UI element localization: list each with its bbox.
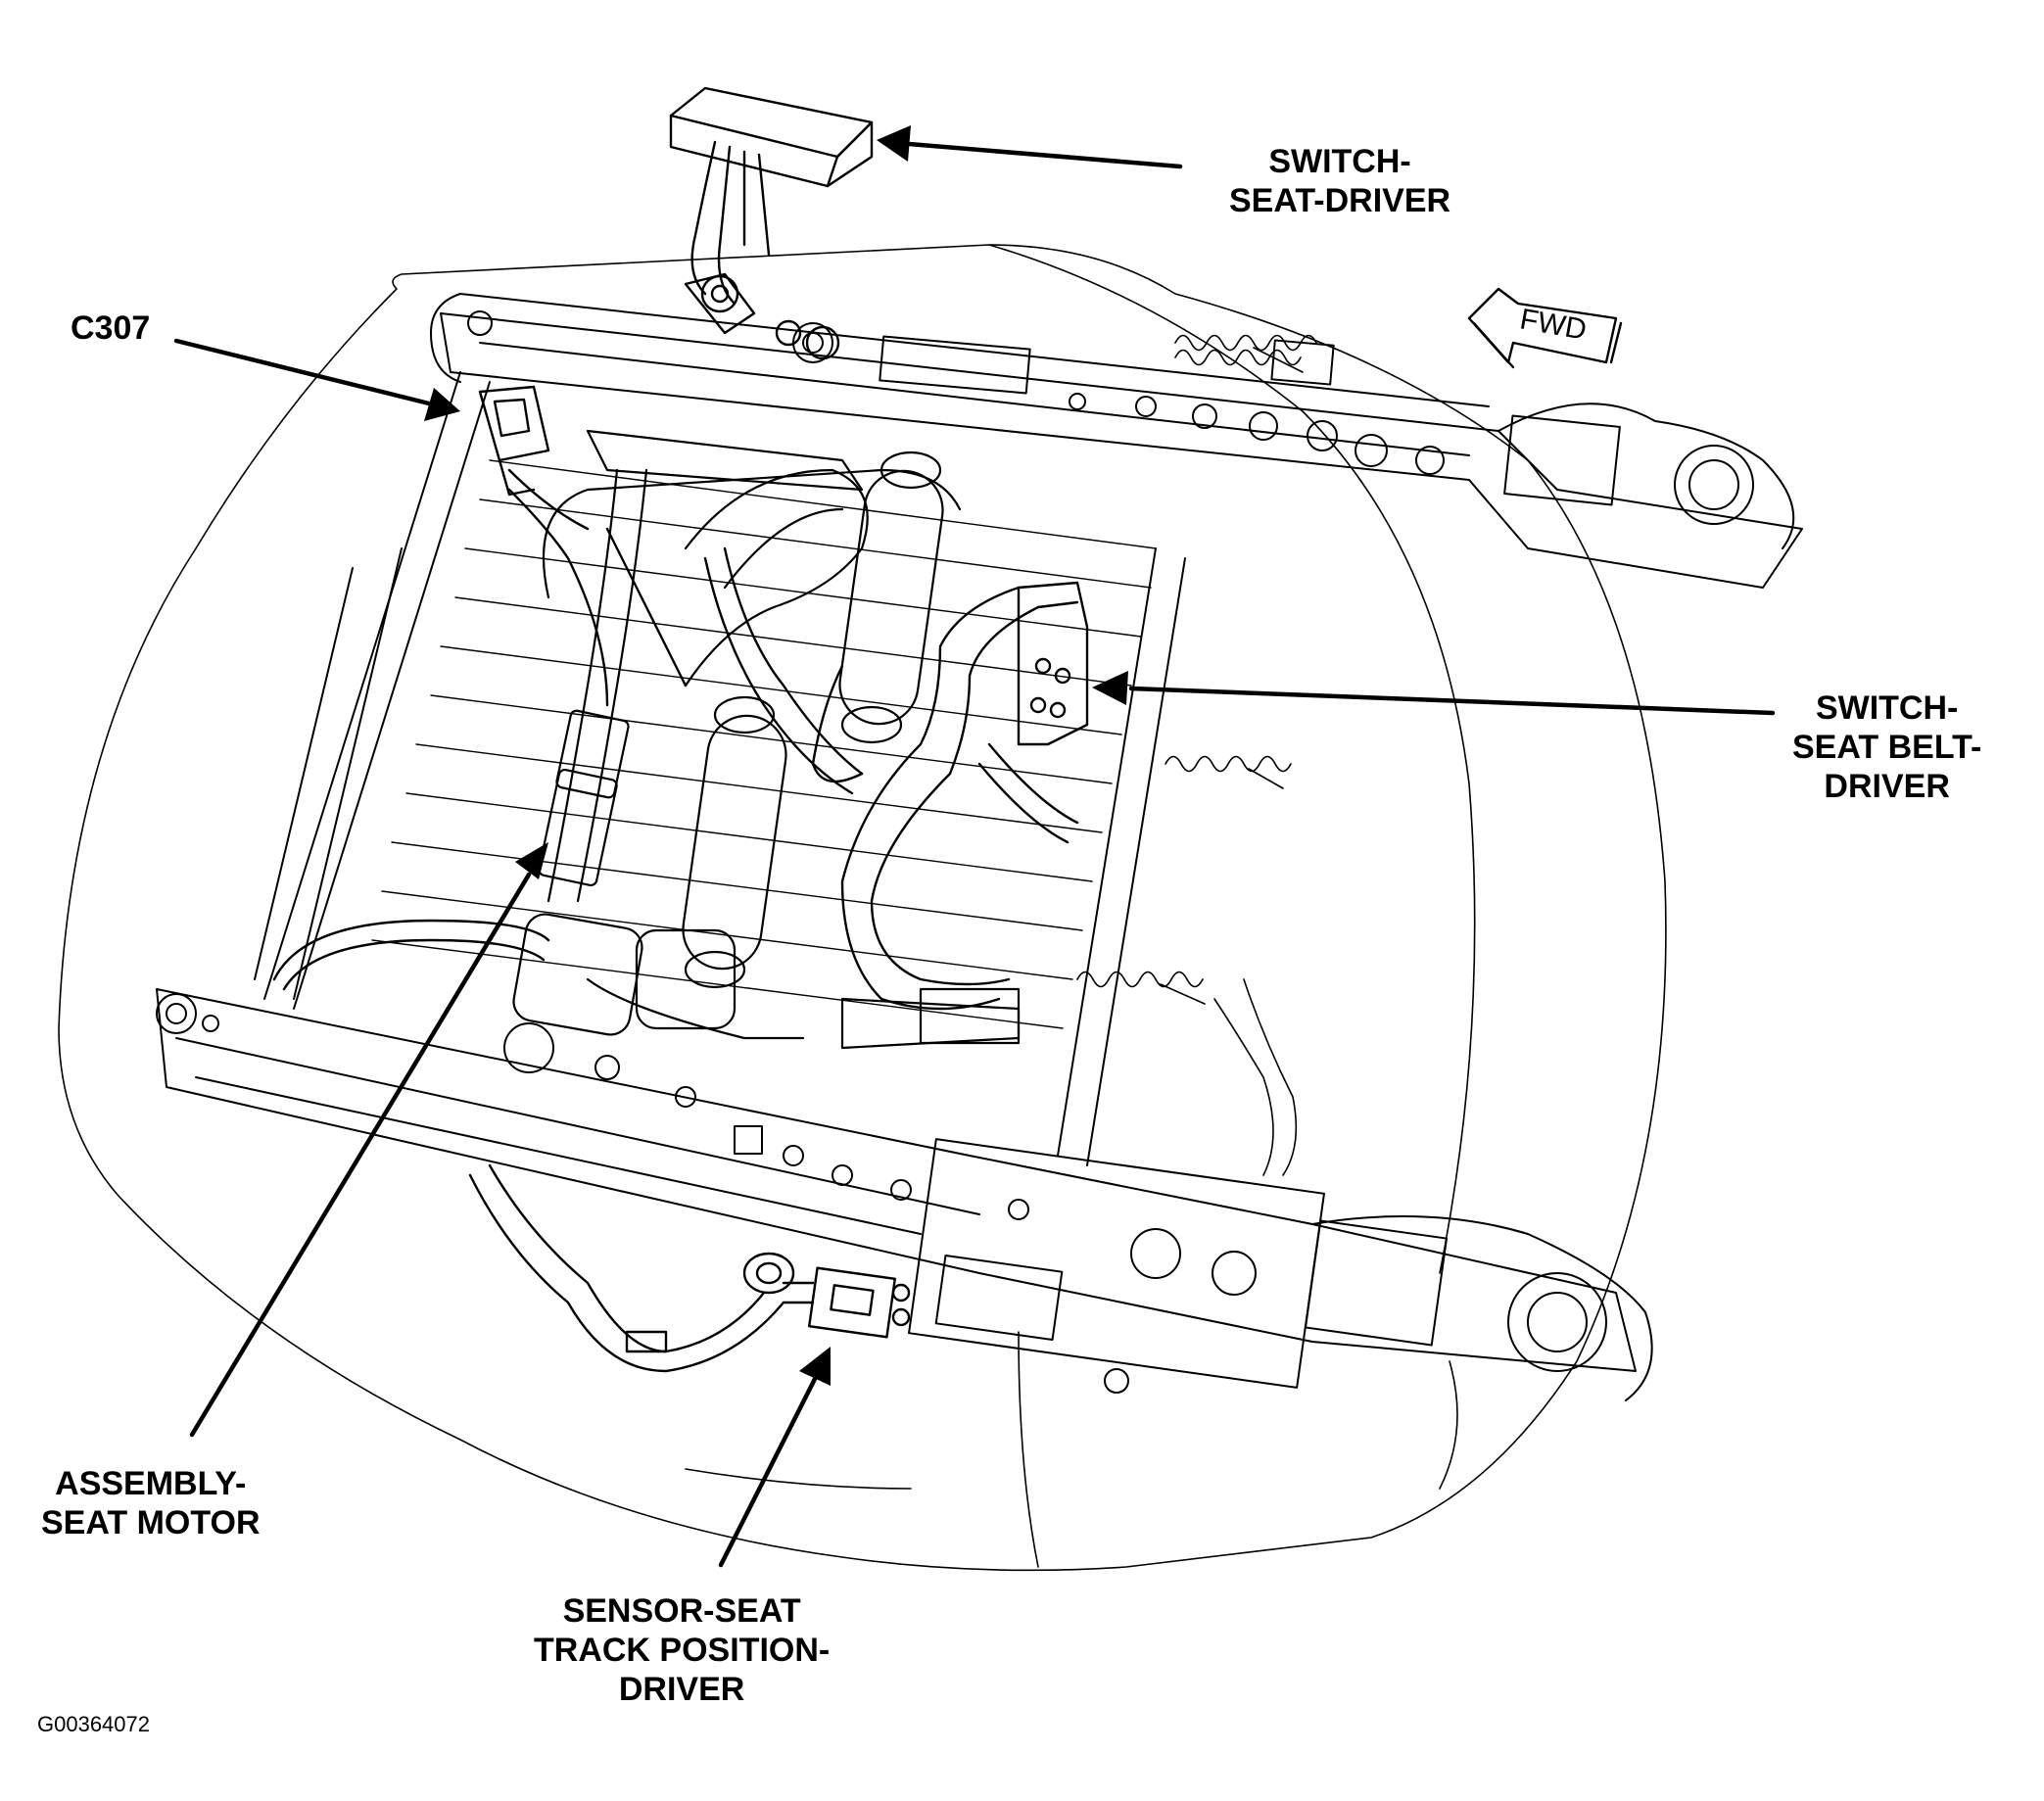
seat-pan-slats [371, 459, 1157, 1029]
forward-direction-arrow [1467, 287, 1623, 369]
upper-track-rail [430, 293, 1803, 589]
fwd-label: FWD [1517, 303, 1589, 346]
label-c307: C307 [71, 309, 151, 347]
label-switch-seat-belt-driver: SWITCH- SEAT BELT- DRIVER [1792, 689, 1982, 805]
label-switch-seat-driver: SWITCH- SEAT-DRIVER [1229, 143, 1451, 219]
seat-cushion-outline [58, 244, 1667, 1572]
side-rails [254, 371, 1186, 1166]
track-position-sensor [782, 1266, 911, 1339]
label-sensor-seat-track-position-driver: SENSOR-SEAT TRACK POSITION- DRIVER [534, 1592, 831, 1708]
arrowheads [424, 125, 1128, 1386]
figure-id: G00364072 [37, 1712, 150, 1736]
c307-connector [478, 385, 550, 497]
label-assembly-seat-motor: ASSEMBLY- SEAT MOTOR [41, 1465, 261, 1541]
springs [1076, 334, 1317, 1176]
wire-harness [272, 468, 1079, 1373]
seat-motor-assembly [512, 429, 1021, 1050]
lower-track-rail [156, 988, 1653, 1401]
driver-seat-switch-module [669, 86, 874, 360]
leader-arrows [173, 141, 1776, 1568]
seat-belt-switch [1017, 581, 1089, 746]
